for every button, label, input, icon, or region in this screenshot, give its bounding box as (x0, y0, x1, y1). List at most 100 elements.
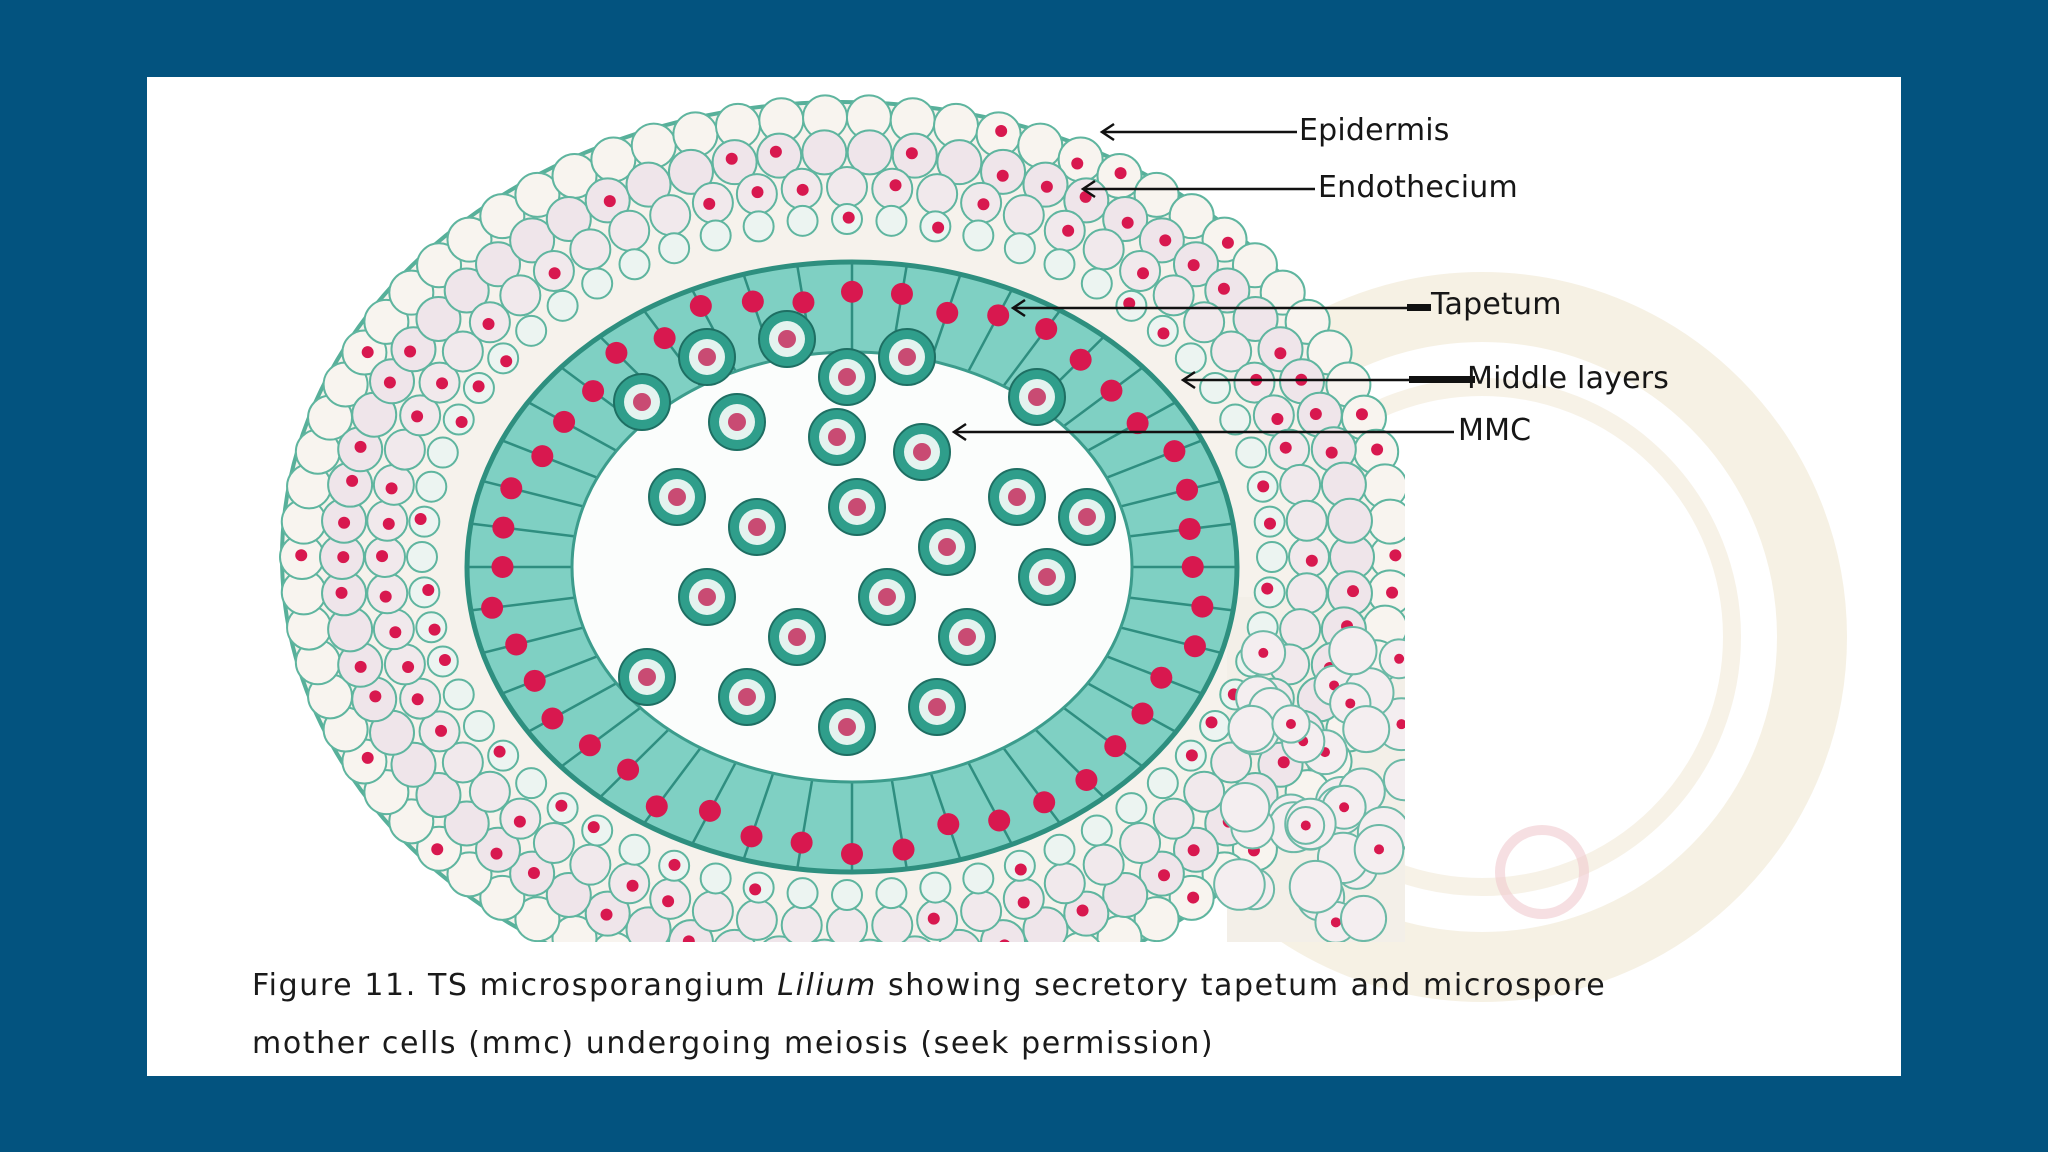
tapetum-nucleus (1131, 702, 1154, 725)
mmc-nucleus (668, 488, 686, 506)
wall-nucleus (455, 416, 468, 429)
connective-cell (1288, 859, 1343, 914)
wall-cell (406, 541, 438, 573)
wall-nucleus (404, 345, 417, 358)
wall-nucleus (796, 183, 809, 196)
wall-nucleus (1261, 582, 1274, 595)
wall-cell (1043, 833, 1076, 866)
connective-cell (1382, 758, 1405, 802)
tapetum-nucleus (1181, 556, 1204, 578)
mmc-nucleus (898, 348, 916, 366)
mmc-nucleus (748, 518, 766, 536)
tapetum-nucleus (1176, 478, 1199, 501)
wall-cell (443, 800, 490, 847)
tapetum-pointer-bar (1407, 304, 1431, 311)
wall-nucleus (555, 799, 568, 812)
mmc-nucleus (1078, 508, 1096, 526)
wall-cell (532, 822, 575, 865)
epidermis-arrowhead (1099, 122, 1115, 142)
wall-nucleus (1271, 413, 1284, 426)
tapetum-nucleus (741, 290, 764, 313)
wall-cell (1235, 436, 1268, 469)
endothecium-arrowhead (1080, 179, 1096, 199)
wall-cell (962, 219, 995, 252)
tapetum-cell-wall (1128, 596, 1234, 612)
connective-nucleus (1394, 653, 1405, 664)
wall-cell (786, 877, 819, 910)
wall-nucleus (603, 195, 616, 208)
wall-nucleus (346, 474, 359, 487)
wall-nucleus (1277, 756, 1290, 769)
wall-cell (441, 330, 484, 373)
wall-nucleus (379, 590, 392, 603)
tapetum-nucleus (841, 280, 863, 303)
connective-nucleus (1374, 844, 1385, 855)
tapetum-nucleus (582, 380, 605, 403)
tapetum-nucleus (1033, 791, 1056, 814)
connective-cell (1339, 894, 1388, 942)
wall-cell (1119, 822, 1162, 865)
tapetum-cell-wall (482, 479, 584, 508)
wall-cell (1152, 274, 1195, 317)
wall-cell (509, 217, 556, 264)
wall-cell (1183, 301, 1226, 344)
wall-nucleus (842, 211, 855, 224)
wall-nucleus (1347, 585, 1360, 598)
wall-nucleus (438, 653, 451, 666)
wall-cell (415, 470, 448, 503)
tapetum-nucleus (578, 734, 601, 757)
connective-nucleus (1300, 820, 1311, 831)
microsporangium-micrograph (279, 94, 1405, 942)
wall-cell (962, 862, 995, 895)
wall-cell (1080, 267, 1113, 300)
wall-cell (1043, 248, 1076, 281)
label-tapetum: Tapetum (1431, 287, 1562, 322)
wall-nucleus (626, 879, 639, 892)
wall-cell (1210, 741, 1253, 784)
middle-layers-arrowhead (1180, 370, 1196, 390)
tapetum-nucleus (481, 596, 504, 619)
wall-cell (1115, 792, 1148, 825)
tapetum-nucleus (505, 633, 528, 656)
tapetum-nucleus (653, 327, 676, 350)
wall-nucleus (1121, 216, 1134, 229)
wall-cell (415, 295, 462, 342)
wall-nucleus (703, 197, 716, 210)
wall-cell (936, 139, 983, 186)
wall-cell (919, 871, 952, 904)
wall-cell (618, 248, 651, 281)
tapetum-arrowhead (1010, 298, 1026, 318)
tapetum-nucleus (987, 304, 1010, 327)
tapetum-nucleus (1100, 379, 1123, 402)
wall-cell (667, 148, 714, 195)
tapetum-nucleus (1104, 735, 1127, 758)
wall-nucleus (548, 267, 561, 280)
tapetum-nucleus (936, 301, 959, 324)
mmc-nucleus (1038, 568, 1056, 586)
wall-nucleus (1123, 297, 1136, 310)
wall-cell (546, 289, 579, 322)
wall-nucleus (354, 660, 367, 673)
wall-nucleus (1309, 408, 1322, 421)
wall-cell (742, 210, 775, 243)
wall-nucleus (1062, 224, 1075, 237)
label-endothecium: Endothecium (1318, 170, 1518, 205)
wall-nucleus (682, 935, 695, 942)
mmc-nucleus (913, 443, 931, 461)
tapetum-cell-wall (967, 288, 1014, 373)
wall-cell (846, 129, 893, 176)
wall-cell (1133, 896, 1180, 942)
tapetum-cell-wall (470, 522, 576, 538)
slide-panel: Epidermis Endothecium Tapetum Middle lay… (147, 77, 1901, 1076)
wall-cell (1133, 171, 1180, 218)
wall-nucleus (668, 858, 681, 871)
tapetum-cell-wall (1106, 439, 1203, 479)
mmc-nucleus (698, 588, 716, 606)
wall-nucleus (999, 939, 1010, 942)
wall-nucleus (662, 895, 675, 908)
wall-nucleus (1389, 549, 1402, 562)
wall-nucleus (428, 623, 441, 636)
tapetum-nucleus (841, 842, 863, 865)
wall-nucleus (295, 549, 308, 562)
connective-cell (1342, 705, 1391, 754)
